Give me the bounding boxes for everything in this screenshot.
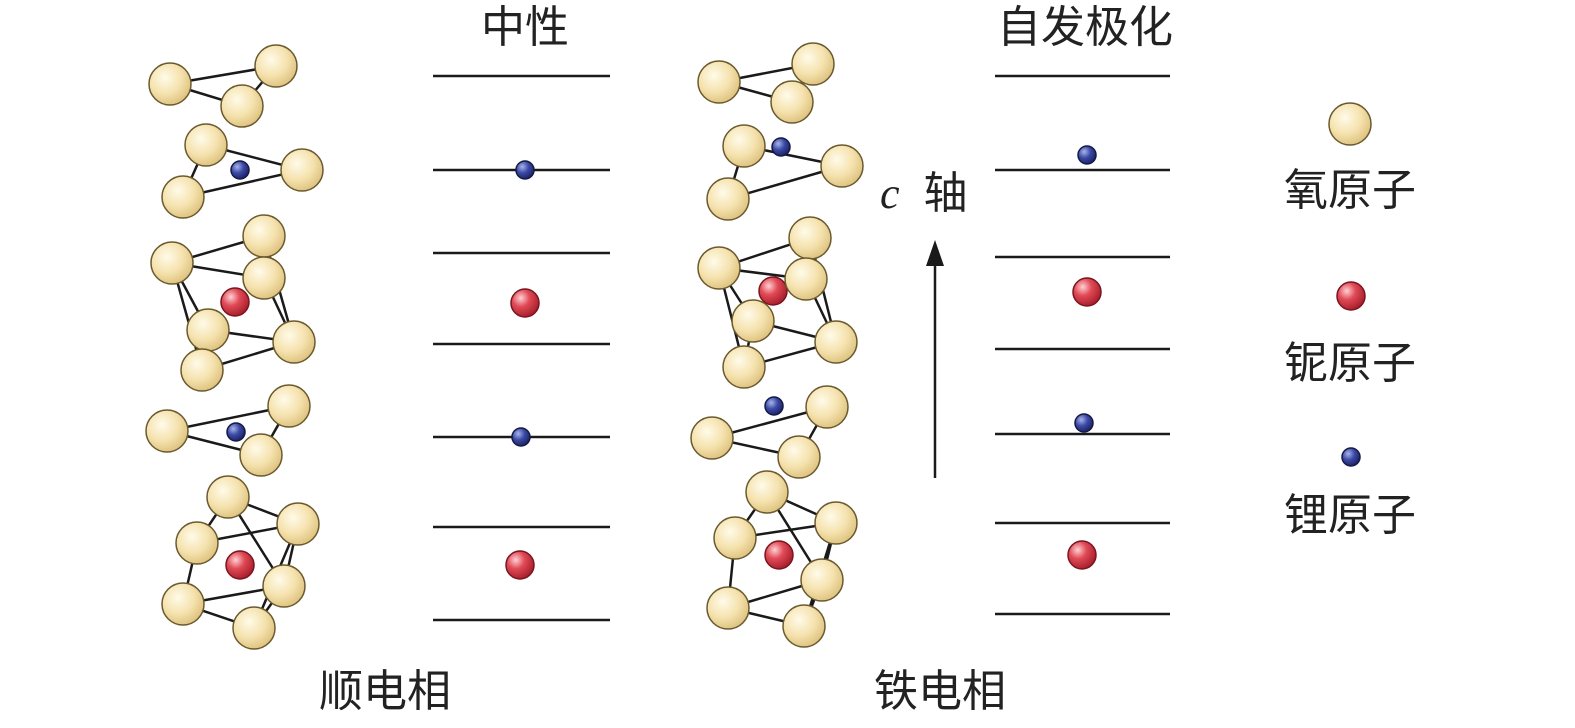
niobium-atom	[1067, 540, 1097, 570]
lithium-atom	[771, 137, 791, 157]
oxygen-atom	[814, 501, 858, 545]
oxygen-atom	[206, 475, 250, 519]
neutral-layer-schematic	[433, 74, 610, 622]
lithium-atom	[230, 160, 250, 180]
oxygen-atom	[242, 256, 286, 300]
oxygen-atom	[220, 84, 264, 128]
oxygen-atom	[745, 470, 789, 514]
oxygen-atom	[184, 123, 228, 167]
oxygen-atom	[722, 124, 766, 168]
oxygen-atom	[713, 516, 757, 560]
oxygen-atom	[706, 177, 750, 221]
oxygen-atom	[150, 241, 194, 285]
lithium-atom	[226, 422, 246, 442]
niobium-atom	[1072, 277, 1102, 307]
niobium-atom	[225, 550, 255, 580]
oxygen-atom	[242, 214, 286, 258]
paraelectric-phase-label: 顺电相	[319, 666, 451, 717]
lithium-atom	[1074, 413, 1094, 433]
oxygen-atom	[791, 42, 835, 86]
c-axis-text: 轴	[924, 168, 968, 219]
oxygen-atom	[770, 80, 814, 124]
oxygen-atom	[232, 606, 276, 650]
ferroelectric-atoms	[690, 42, 864, 648]
oxygen-atom	[148, 62, 192, 106]
legend: 氧原子 铌原子 锂原子	[1284, 102, 1416, 541]
oxygen-atom	[175, 521, 219, 565]
legend-lithium-swatch	[1341, 447, 1361, 467]
polarized-ions	[1067, 145, 1102, 570]
oxygen-atom	[254, 44, 298, 88]
oxygen-atom	[239, 433, 283, 477]
legend-lithium-label: 锂原子	[1284, 490, 1416, 541]
oxygen-atom	[697, 60, 741, 104]
niobium-atom	[510, 288, 540, 318]
oxygen-atom	[784, 257, 828, 301]
neutral-ions	[505, 160, 540, 580]
oxygen-atom	[777, 435, 821, 479]
oxygen-atom	[820, 144, 864, 188]
lithium-atom	[764, 396, 784, 416]
c-axis-label: c 轴	[880, 168, 968, 219]
oxygen-atom	[161, 582, 205, 626]
lithium-atom	[511, 427, 531, 447]
legend-oxygen-label: 氧原子	[1284, 165, 1416, 216]
niobium-atom	[220, 287, 250, 317]
oxygen-atom	[782, 604, 826, 648]
spontaneous-polarization-label: 自发极化	[997, 2, 1173, 53]
oxygen-atom	[690, 416, 734, 460]
c-axis-symbol: c	[880, 169, 900, 218]
legend-niobium-label: 铌原子	[1284, 338, 1416, 389]
neutral-label: 中性	[481, 2, 569, 53]
oxygen-atom	[276, 502, 320, 546]
oxygen-atom	[706, 586, 750, 630]
oxygen-atom	[262, 564, 306, 608]
paraelectric-atoms	[145, 44, 324, 650]
legend-niobium-swatch	[1336, 281, 1366, 311]
oxygen-atom	[697, 246, 741, 290]
niobium-atom	[505, 550, 535, 580]
oxygen-atom	[180, 348, 224, 392]
oxygen-atom	[267, 384, 311, 428]
oxygen-atom	[800, 558, 844, 602]
niobium-atom	[764, 540, 794, 570]
c-axis-arrow	[926, 240, 944, 478]
legend-oxygen-swatch	[1328, 102, 1372, 146]
lithium-atom	[515, 160, 535, 180]
polarized-layer-schematic	[995, 74, 1170, 616]
oxygen-atom	[788, 216, 832, 260]
oxygen-atom	[161, 175, 205, 219]
oxygen-atom	[814, 320, 858, 364]
oxygen-atom	[145, 409, 189, 453]
ferroelectric-phase-label: 铁电相	[874, 666, 1006, 717]
niobium-atom	[758, 276, 788, 306]
oxygen-atom	[805, 385, 849, 429]
oxygen-atom	[272, 320, 316, 364]
lithium-atom	[1077, 145, 1097, 165]
oxygen-atom	[722, 345, 766, 389]
oxygen-atom	[280, 148, 324, 192]
oxygen-atom	[186, 308, 230, 352]
oxygen-atom	[731, 299, 775, 343]
